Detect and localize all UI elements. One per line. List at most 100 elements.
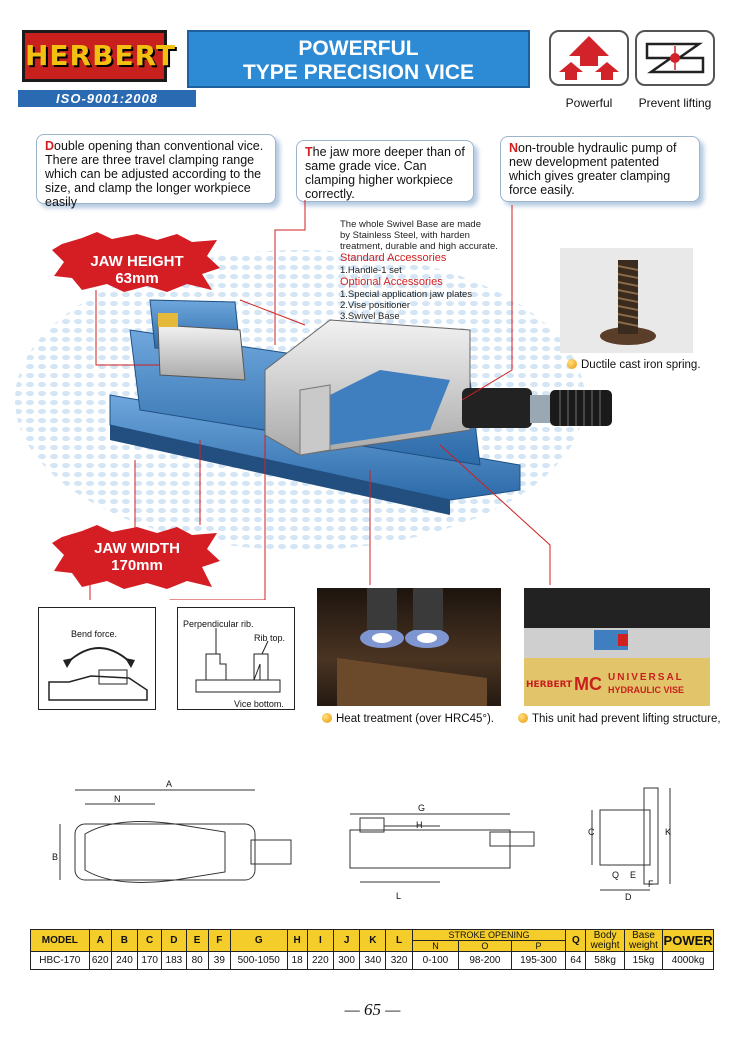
- dim-b: B: [52, 852, 59, 862]
- col-d: D: [161, 929, 187, 952]
- heat-caption: Heat treatment (over HRC45°).: [322, 713, 494, 725]
- standard-accessories-heading: Standard Accessories: [340, 252, 447, 264]
- col-a: A: [88, 929, 112, 952]
- jaw-width-burst: [52, 525, 220, 589]
- end-view-drawing: [591, 787, 671, 891]
- spring-caption: Ductile cast iron spring.: [567, 359, 701, 371]
- col-l: L: [385, 929, 413, 952]
- jaw-width-label: JAW WIDTH 170mm: [94, 540, 180, 574]
- page-title: POWERFUL TYPE PRECISION VICE: [187, 30, 530, 88]
- table-cell: 183: [161, 951, 187, 970]
- table-cell: 64: [565, 951, 587, 970]
- table-cell: 4000kg: [662, 951, 714, 970]
- table-subheader-row: N O P: [31, 940, 714, 952]
- dim-c: C: [588, 827, 595, 837]
- nameplate-line2: HYDRAULIC VISE: [608, 685, 685, 695]
- title-line-2: TYPE PRECISION VICE: [242, 61, 475, 84]
- col-h: H: [286, 929, 308, 952]
- table-cell: 500-1050: [229, 951, 288, 970]
- jaw-height-burst: [52, 232, 220, 292]
- spec-notes: The whole Swivel Base are made by Stainl…: [340, 219, 498, 322]
- optional-accessories-heading: Optional Accessories: [340, 276, 443, 288]
- col-g: G: [229, 929, 288, 952]
- col-j: J: [332, 929, 361, 952]
- callout-hydraulic-pump: Non-trouble hydraulic pump of new develo…: [500, 136, 700, 202]
- top-view-drawing: [59, 789, 292, 883]
- callout-deeper-jaw: The jaw more deeper than of same grade v…: [296, 140, 474, 202]
- logo-text: HERBERT: [25, 39, 176, 72]
- dim-e: E: [630, 870, 637, 880]
- optional-item: 2.Vise positioner: [340, 300, 411, 311]
- unit-photo: HERBERT MC UNIVERSAL HYDRAULIC VISE: [524, 588, 710, 706]
- iso-badge: ISO-9001:2008: [18, 90, 196, 107]
- table-cell: 58kg: [585, 951, 625, 970]
- dim-n: N: [114, 794, 121, 804]
- col-k: K: [359, 929, 387, 952]
- dim-a: A: [166, 779, 173, 789]
- table-cell: 98-200: [458, 951, 512, 970]
- vice-illustration: [15, 200, 612, 600]
- table-cell: 240: [110, 951, 139, 970]
- col-stroke-opening: STROKE OPENING: [411, 929, 567, 941]
- spec-intro-3: treatment, durable and high accurate.: [340, 241, 498, 252]
- table-cell: 220: [306, 951, 334, 970]
- table-cell: 39: [207, 951, 231, 970]
- spec-intro-1: The whole Swivel Base are made: [340, 219, 481, 230]
- table-cell: 195-300: [510, 951, 567, 970]
- page-number: — 65 —: [344, 1000, 401, 1019]
- table-header-row: MODEL A B C D E F G H I J K L STROKE OPE…: [30, 929, 714, 952]
- spec-intro-2: by Stainless Steel, with harden: [340, 230, 470, 241]
- table-cell: 18: [286, 951, 308, 970]
- col-i: I: [306, 929, 334, 952]
- bullet-icon: [518, 713, 528, 723]
- rib-sketch: Perpendicular rib. Rib top. Vice bottom.: [177, 607, 295, 710]
- col-p: P: [510, 940, 567, 952]
- nameplate-line1: UNIVERSAL: [608, 672, 684, 683]
- dim-g: G: [418, 803, 426, 813]
- col-c: C: [137, 929, 163, 952]
- heat-treatment-photo: [317, 588, 501, 706]
- jaw-height-label: JAW HEIGHT 63mm: [90, 253, 184, 287]
- powerful-label: Powerful: [565, 96, 613, 110]
- unit-caption: This unit had prevent lifting structure,: [518, 713, 721, 725]
- dim-f: F: [648, 879, 654, 889]
- nameplate-model: MC: [574, 674, 602, 694]
- col-model: MODEL: [30, 929, 90, 952]
- table-cell: 15kg: [623, 951, 664, 970]
- dim-q: Q: [612, 870, 620, 880]
- spring-photo: [560, 248, 693, 353]
- dim-h: H: [416, 820, 423, 830]
- prevent-lifting-label: Prevent lifting: [638, 96, 712, 110]
- side-view-drawing: [349, 813, 535, 883]
- col-b: B: [110, 929, 139, 952]
- dim-d: D: [625, 892, 632, 902]
- table-cell: 620: [88, 951, 112, 970]
- table-row: HBC-170 620 240 170 183 80 39 500-1050 1…: [30, 951, 714, 970]
- powerful-arrows-icon: [549, 30, 629, 86]
- bullet-icon: [567, 359, 577, 369]
- callout-double-opening: Double opening than conventional vice. T…: [36, 134, 276, 209]
- table-cell: 0-100: [411, 951, 460, 970]
- bullet-icon: [322, 713, 332, 723]
- table-cell: 300: [332, 951, 361, 970]
- col-power: POWER: [662, 929, 714, 952]
- bend-force-sketch: Bend force.: [38, 607, 156, 710]
- nameplate-brand: HERBERT: [526, 680, 573, 690]
- table-cell: HBC-170: [30, 951, 90, 970]
- col-o: O: [458, 940, 512, 952]
- table-cell: 320: [385, 951, 413, 970]
- table-cell: 340: [359, 951, 387, 970]
- col-f: F: [207, 929, 231, 952]
- spec-table: MODEL A B C D E F G H I J K L STROKE OPE…: [30, 929, 714, 970]
- optional-item: 1.Special application jaw plates: [340, 289, 473, 300]
- prevent-lifting-icon: [635, 30, 715, 86]
- standard-item: 1.Handle-1 set: [340, 265, 402, 276]
- table-cell: 170: [137, 951, 163, 970]
- herbert-logo: HERBERT: [22, 30, 176, 82]
- dim-k: K: [665, 827, 672, 837]
- col-q: Q: [565, 929, 587, 952]
- optional-item: 3.Swivel Base: [340, 311, 400, 322]
- col-n: N: [411, 940, 460, 952]
